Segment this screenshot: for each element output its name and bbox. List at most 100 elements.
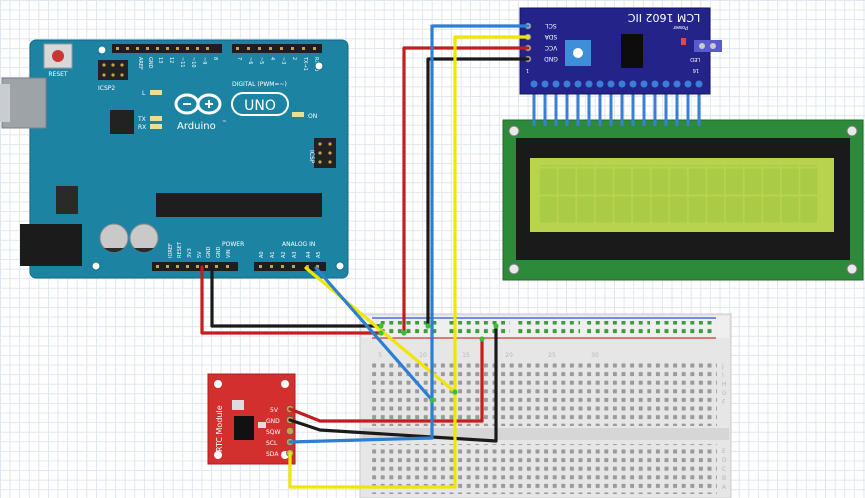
wire-rtc-scl[interactable] — [288, 398, 434, 444]
atmega-chip — [156, 193, 322, 217]
wire-end-5v-rail — [378, 330, 384, 336]
col-num-4: 25 — [548, 352, 556, 359]
wire-end-lcd-gnd — [425, 323, 431, 329]
led-l — [150, 90, 162, 95]
wire-end-lcd-vcc — [401, 330, 407, 336]
led-l-label: L — [142, 90, 146, 97]
pin-label-1: TX→1 — [302, 56, 308, 71]
led-jumper-label: LED — [690, 56, 700, 62]
wire-rtc-5v[interactable] — [288, 337, 484, 423]
led-rx — [150, 124, 162, 129]
lcd-1602-module[interactable] — [502, 86, 864, 281]
wire-arduino-scl[interactable] — [314, 266, 434, 402]
col-num-1: 10 — [419, 352, 427, 359]
row-letter-3: G — [722, 390, 727, 397]
lcd-i2c-backpack[interactable]: LCM 1602 IIC Power LED SCL SDA VCC GND 1… — [519, 7, 722, 95]
power-led — [681, 38, 686, 45]
breadboard[interactable]: 5 10 15 20 25 30 J I H G F E D C B A — [359, 313, 732, 498]
pin-label-2: 2 — [291, 57, 297, 60]
wire-end-rtc-5v — [479, 336, 485, 342]
analog-header — [254, 262, 326, 271]
analog-pin-a4: A4 — [306, 251, 312, 258]
power-led-label: Power — [672, 24, 688, 30]
wire-lcd-gnd[interactable] — [426, 57, 530, 328]
wire-arduino-sda[interactable] — [304, 266, 457, 394]
col-num-5: 30 — [591, 352, 599, 359]
rtc-pin-sqw: SQW — [266, 429, 281, 436]
lcd-mount-4 — [846, 263, 858, 275]
pin-num-16: 16 — [693, 67, 699, 73]
mount-hole-2 — [314, 61, 324, 71]
arduino-infinity-logo — [174, 93, 222, 115]
rtc-pin-sda: SDA — [266, 451, 279, 458]
pin-label-aref: AREF — [137, 57, 143, 70]
wire-lcd-scl[interactable] — [430, 24, 530, 402]
row-letter-7: C — [722, 466, 726, 473]
power-pin-ioref: IOREF — [168, 243, 174, 258]
lcd-mount-2 — [846, 125, 858, 137]
reset-button[interactable] — [43, 43, 73, 69]
pin-label-gnd-top: GND — [147, 57, 153, 69]
pcf8574-chip — [621, 34, 643, 68]
mount-hole-3 — [91, 261, 101, 271]
brand-text: Arduino — [177, 121, 216, 132]
rtc-module[interactable]: RTC Module 5V GND SQW SCL SDA — [207, 373, 296, 465]
analog-pin-a0: A0 — [259, 251, 265, 258]
on-label: ON — [308, 113, 317, 120]
rtc-pin-5v: 5V — [270, 407, 279, 414]
wire-rtc-sda[interactable] — [288, 390, 457, 489]
pin-label-13: 13 — [157, 57, 163, 63]
row-letter-5: E — [722, 448, 726, 455]
row-letter-8: B — [722, 475, 726, 482]
row-letter-1: I — [722, 372, 724, 379]
terminal-strip-upper-2 — [372, 406, 717, 426]
pin-label-6: ~6 — [247, 57, 253, 64]
trademark: ™ — [222, 120, 227, 126]
backpack-pin-row — [530, 80, 703, 88]
pin-label-12: 12 — [168, 57, 174, 63]
analog-label: ANALOG IN — [282, 241, 315, 248]
wire-end-rtc-gnd — [493, 323, 499, 329]
led-tx — [150, 116, 162, 121]
arduino-pcb — [29, 39, 349, 279]
wire-lcd-vcc[interactable] — [402, 46, 530, 335]
pin-label-9: ~9 — [201, 57, 207, 64]
wire-arduino-gnd[interactable] — [210, 265, 383, 328]
rtc-pin-gnd: GND — [266, 418, 280, 425]
arduino-uno-board[interactable]: RESET ICSP2 AREF GND 13 12 ~11 ~10 ~9 8 — [0, 39, 349, 279]
pin-label-3: ~3 — [280, 57, 286, 64]
pin-label-4: 4 — [269, 57, 275, 60]
rtc-title: RTC Module — [215, 405, 224, 452]
lcd-character-grid — [538, 165, 818, 223]
rtc-header-sqw[interactable] — [286, 427, 294, 435]
lcd-mount-3 — [508, 263, 520, 275]
wire-end-sda-node — [452, 389, 458, 395]
row-letter-9: A — [722, 484, 727, 491]
pin-label-8: 8 — [212, 57, 218, 60]
power-label: POWER — [222, 241, 244, 248]
potentiometer-knob[interactable] — [573, 48, 583, 58]
icsp2-header — [98, 60, 128, 80]
led-on — [292, 112, 304, 117]
digital-label: DIGITAL (PWM=~) — [232, 81, 287, 88]
led-jumper[interactable] — [694, 40, 722, 52]
reset-label: RESET — [48, 71, 68, 78]
wire-lcd-sda[interactable] — [453, 35, 530, 394]
wire-rtc-gnd[interactable] — [288, 324, 498, 443]
wire-arduino-5v[interactable] — [200, 265, 383, 335]
power-pin-5v: 5V — [197, 251, 203, 258]
pin-label-7: 7 — [236, 57, 242, 60]
pin-label-5: ~5 — [258, 57, 264, 64]
icsp-label: ICSP — [308, 150, 315, 164]
model-text: UNO — [244, 98, 276, 114]
led-tx-label: TX — [137, 116, 146, 123]
rtc-mount-2 — [281, 380, 289, 388]
power-pin-gnd-1: GND — [206, 246, 212, 258]
power-header — [152, 262, 238, 271]
power-pin-gnd-2: GND — [216, 246, 222, 258]
reset-button-cap[interactable] — [52, 50, 64, 62]
rtc-mount-1 — [214, 380, 222, 388]
uno-badge — [231, 92, 289, 116]
icsp-header — [314, 138, 336, 168]
